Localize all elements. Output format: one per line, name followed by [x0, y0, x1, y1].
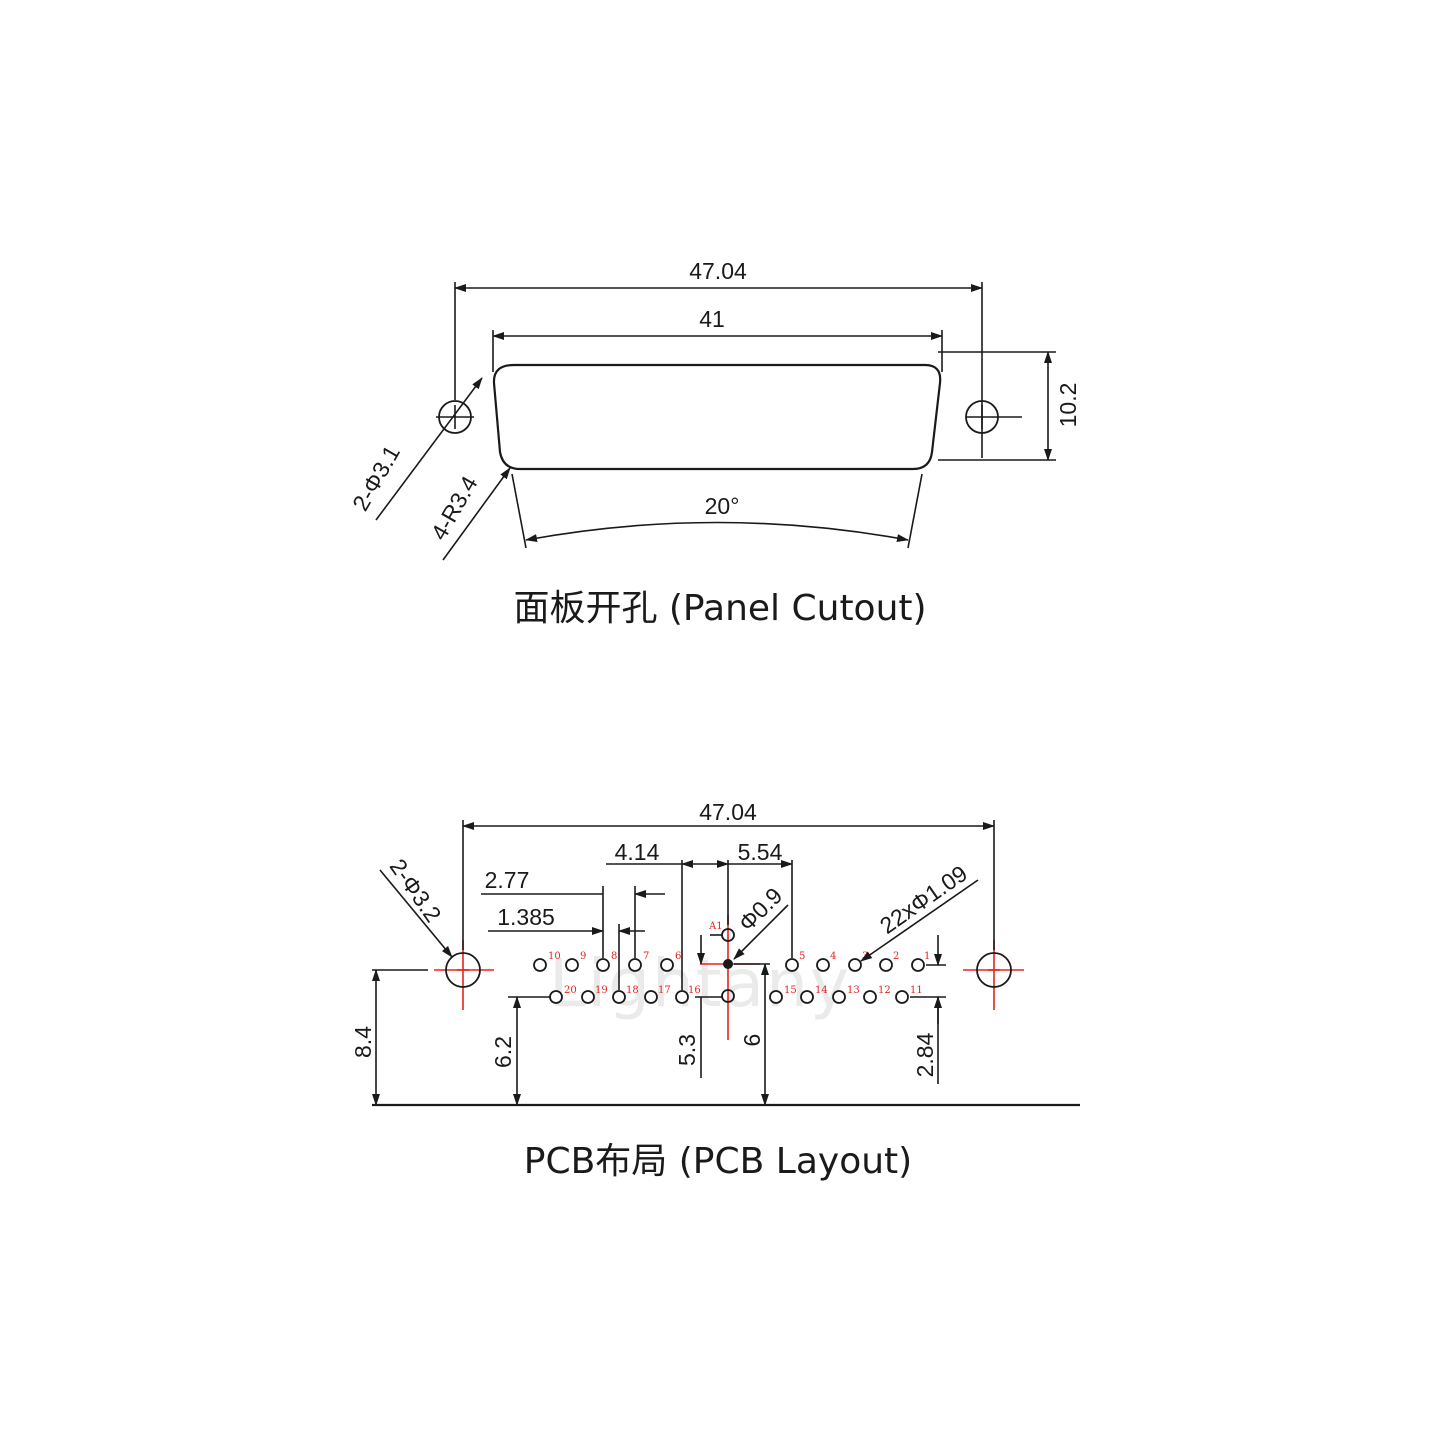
pin-label-16: 16 — [688, 985, 701, 996]
pin-11 — [895, 990, 909, 1004]
pin-label-9: 9 — [580, 951, 586, 962]
pin-14 — [800, 990, 814, 1004]
dim-47-04-top: 47.04 — [689, 258, 747, 284]
dim-10-2: 10.2 — [1055, 383, 1081, 428]
pin-label-10: 10 — [548, 951, 561, 962]
pin-label-8: 8 — [611, 951, 617, 962]
pcb-right-mount-hole — [963, 940, 1024, 1010]
dim-22-phi-1-09: 22xΦ1.09 — [875, 860, 972, 939]
dim-arc-20-deg — [525, 521, 909, 542]
pin-label-11: 11 — [910, 985, 923, 996]
pin-4 — [816, 958, 830, 972]
panel-cutout-view: 47.04 41 10.2 2-Φ3.1 4-R3.4 20° 面板开孔 (Pa… — [347, 258, 1081, 629]
dim-4-14: 4.14 — [615, 839, 660, 865]
pin-label-1: 1 — [924, 951, 930, 962]
pin-1 — [911, 958, 925, 972]
pin-label-4: 4 — [830, 951, 836, 962]
bottom-pin-row — [549, 990, 909, 1004]
dim-2-84: 2.84 — [912, 1032, 938, 1077]
pin-label-14: 14 — [815, 985, 828, 996]
pcb-layout-view: Lightany A1 — [350, 799, 1080, 1182]
pin-label-19: 19 — [595, 985, 608, 996]
dim-2-phi-3-1: 2-Φ3.1 — [347, 441, 405, 515]
pin-7 — [628, 958, 642, 972]
pin-15 — [769, 990, 783, 1004]
dim-41: 41 — [699, 306, 725, 332]
dim-4-r-3-4: 4-R3.4 — [426, 471, 483, 544]
pin-17 — [644, 990, 658, 1004]
pin-12 — [863, 990, 877, 1004]
pin-8 — [596, 958, 610, 972]
pin-label-15: 15 — [784, 985, 797, 996]
pcb-left-mount-hole — [434, 940, 494, 1010]
pin-19 — [581, 990, 595, 1004]
watermark: Lightany — [549, 945, 851, 1022]
pin-13 — [832, 990, 846, 1004]
left-mount-hole — [436, 400, 474, 434]
dim-6-2: 6.2 — [490, 1036, 516, 1068]
pin-3 — [848, 958, 862, 972]
dim-5-54: 5.54 — [738, 839, 783, 865]
pin-label-13: 13 — [847, 985, 860, 996]
dim-2-phi-3-2: 2-Φ3.2 — [385, 854, 447, 927]
right-mount-hole — [965, 400, 1022, 434]
a1-label: A1 — [708, 921, 723, 932]
pin-9 — [565, 958, 579, 972]
dim-phi-0-9: Φ0.9 — [733, 882, 787, 936]
pin-label-7: 7 — [643, 951, 649, 962]
top-pin-row — [533, 958, 925, 972]
pin-label-20: 20 — [564, 985, 577, 996]
pin-label-17: 17 — [658, 985, 671, 996]
panel-cutout-caption: 面板开孔 (Panel Cutout) — [513, 588, 926, 629]
dim-9: 9 — [739, 1034, 765, 1047]
pin-2 — [879, 958, 893, 972]
dim-5-3: 5.3 — [674, 1034, 700, 1066]
pin-label-5: 5 — [799, 951, 805, 962]
pin-label-6: 6 — [675, 951, 681, 962]
dim-20-deg: 20° — [705, 493, 740, 519]
dim-47-04-pcb: 47.04 — [699, 799, 757, 825]
dim-8-4: 8.4 — [350, 1026, 376, 1058]
pcb-layout-caption: PCB布局 (PCB Layout) — [524, 1141, 912, 1182]
pin-label-18: 18 — [626, 985, 639, 996]
pin-16 — [675, 990, 689, 1004]
pin-10 — [533, 958, 547, 972]
pin-18 — [612, 990, 626, 1004]
pin-20 — [549, 990, 563, 1004]
pin-6 — [660, 958, 674, 972]
d-shell-outline — [492, 363, 942, 471]
pin-label-12: 12 — [878, 985, 891, 996]
pin-label-2: 2 — [893, 951, 899, 962]
dim-2-77: 2.77 — [485, 867, 530, 893]
pin-5 — [785, 958, 799, 972]
dim-1-385: 1.385 — [497, 904, 555, 930]
